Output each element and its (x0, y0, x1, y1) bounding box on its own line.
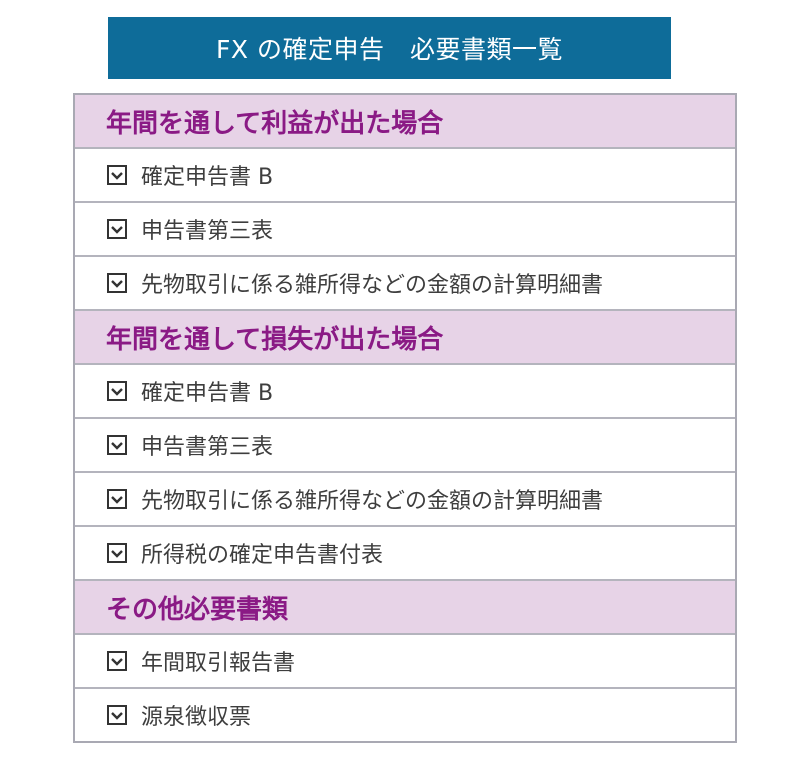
list-item: 確定申告書 B (75, 363, 735, 417)
list-item: 年間取引報告書 (75, 633, 735, 687)
item-label: 申告書第三表 (141, 219, 274, 244)
list-item: 先物取引に係る雑所得などの金額の計算明細書 (75, 471, 735, 525)
item-label: 所得税の確定申告書付表 (141, 543, 384, 568)
item-label: 年間取引報告書 (141, 651, 296, 676)
checkbox-check-icon (107, 219, 127, 239)
page-title: FX の確定申告 必要書類一覧 (108, 17, 671, 79)
item-label: 源泉徴収票 (141, 705, 252, 730)
list-item: 申告書第三表 (75, 417, 735, 471)
checkbox-check-icon (107, 705, 127, 725)
section-header-loss: 年間を通して損失が出た場合 (75, 309, 735, 363)
checkbox-check-icon (107, 165, 127, 185)
item-label: 先物取引に係る雑所得などの金額の計算明細書 (141, 489, 604, 514)
required-documents-table: 年間を通して利益が出た場合 確定申告書 B 申告書第三表 先物取引に係る雑所得な… (73, 93, 737, 743)
list-item: 先物取引に係る雑所得などの金額の計算明細書 (75, 255, 735, 309)
item-label: 確定申告書 B (141, 381, 274, 406)
list-item: 申告書第三表 (75, 201, 735, 255)
checkbox-check-icon (107, 273, 127, 293)
checkbox-check-icon (107, 381, 127, 401)
list-item: 確定申告書 B (75, 147, 735, 201)
section-header-other: その他必要書類 (75, 579, 735, 633)
list-item: 源泉徴収票 (75, 687, 735, 741)
checkbox-check-icon (107, 543, 127, 563)
item-label: 先物取引に係る雑所得などの金額の計算明細書 (141, 273, 604, 298)
checkbox-check-icon (107, 435, 127, 455)
item-label: 申告書第三表 (141, 435, 274, 460)
checkbox-check-icon (107, 651, 127, 671)
list-item: 所得税の確定申告書付表 (75, 525, 735, 579)
checkbox-check-icon (107, 489, 127, 509)
section-header-profit: 年間を通して利益が出た場合 (75, 95, 735, 147)
item-label: 確定申告書 B (141, 165, 274, 190)
